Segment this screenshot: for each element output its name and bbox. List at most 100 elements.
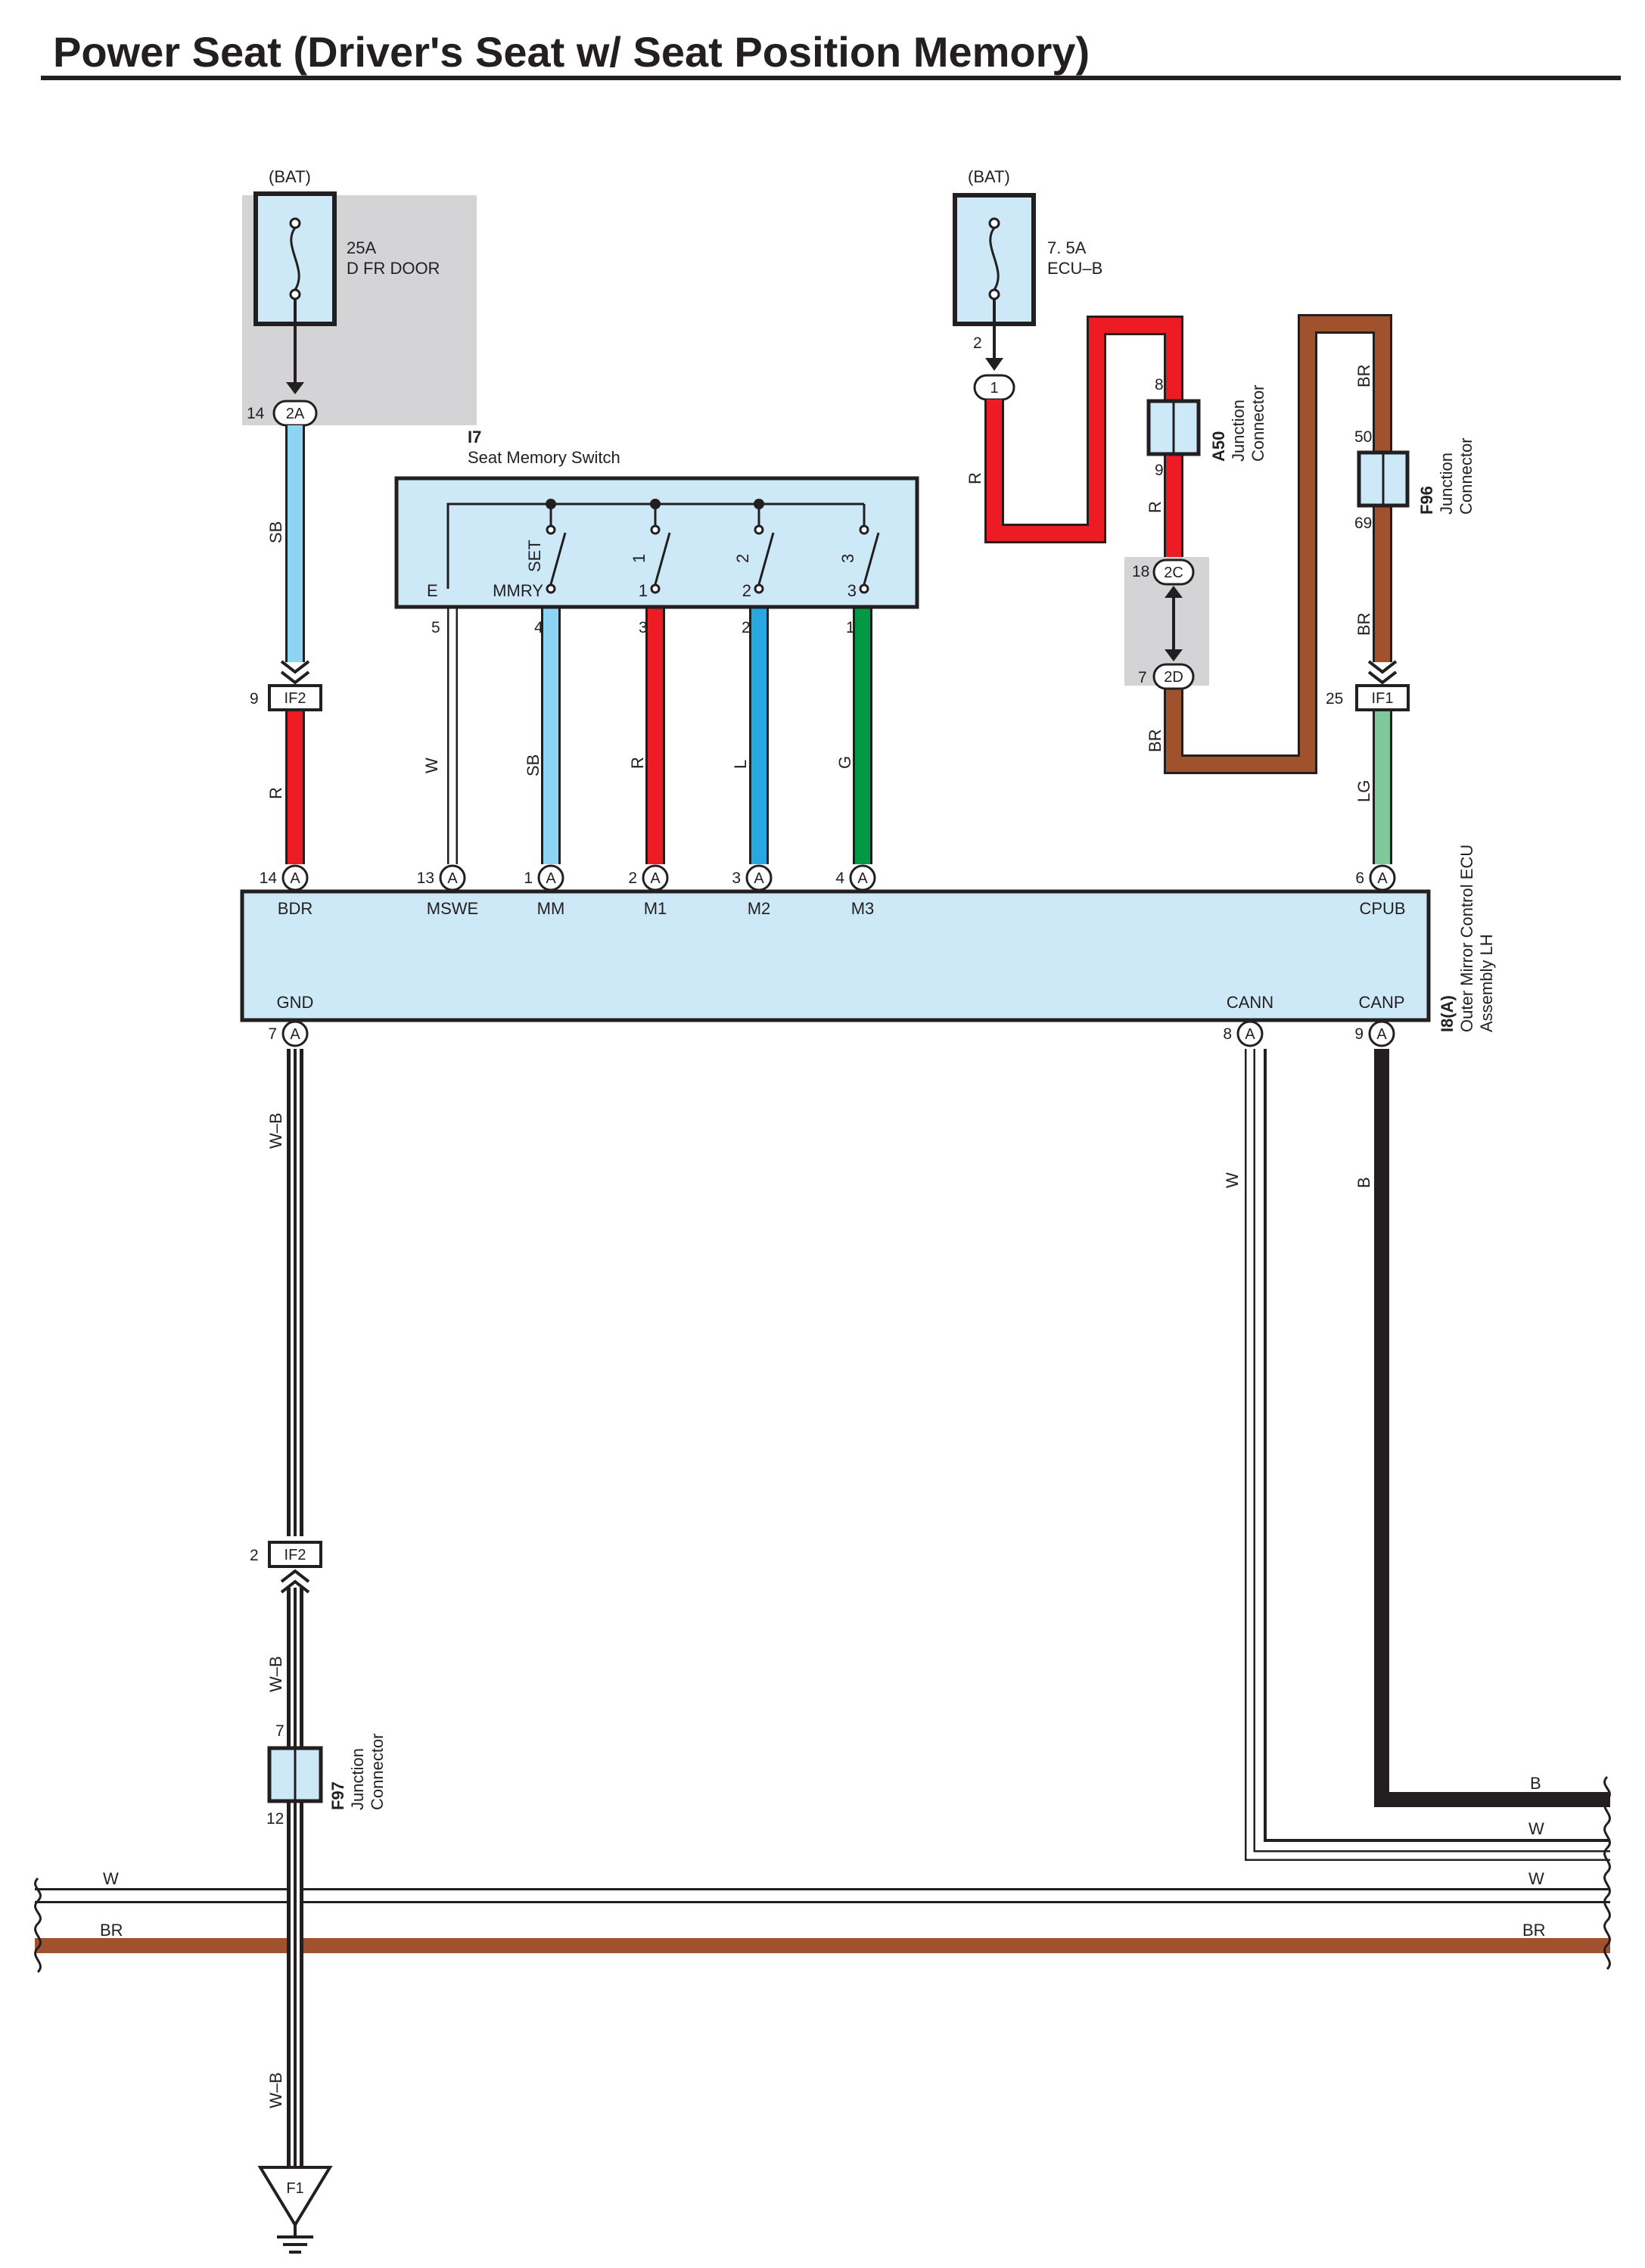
connector-if2-top[interactable]: 9 IF2 — [250, 660, 322, 711]
wire-label: B — [1354, 1177, 1373, 1188]
switch-contact-set-label: SET — [525, 540, 544, 572]
connector-if1-label: IF1 — [1372, 690, 1394, 707]
wire-label: W — [1528, 1819, 1544, 1838]
fuse-element-icon — [989, 227, 1000, 291]
fuse-element-icon — [290, 227, 300, 291]
ecu-pin-m3[interactable]: A 4 M3 — [835, 864, 876, 918]
wire-label: W — [422, 758, 441, 773]
switch-pin: 2 — [742, 619, 751, 636]
ecu-pin-gnd-name: GND — [277, 993, 314, 1012]
wire-label: G — [835, 756, 854, 769]
junction-f96[interactable]: 50 69 F96 Junction Connector — [1354, 428, 1476, 532]
fuse-d-fr-door[interactable]: (BAT) 25A D FR DOOR — [242, 167, 477, 425]
fuse-ecu-b-pin: 2 — [973, 334, 982, 352]
junction-f96-code: F96 — [1417, 486, 1436, 515]
wire-label: BR — [1354, 364, 1373, 387]
switch-pin: 5 — [431, 619, 440, 636]
junction-f97[interactable]: 7 12 F97 Junction Connector — [266, 1722, 387, 1828]
connector-if2-bottom-pin: 2 — [250, 1547, 259, 1564]
bus-break-right-icon — [1603, 1775, 1611, 1971]
outer-mirror-control-ecu[interactable]: I8(A) Outer Mirror Control ECU Assembly … — [240, 845, 1496, 1032]
wire-label: SB — [524, 754, 543, 776]
junction-f96-pin-bottom: 69 — [1354, 515, 1372, 532]
ecu-pin-mswe-name: MSWE — [427, 899, 478, 918]
ecu-pin-m2-name: M2 — [748, 899, 771, 918]
wire-r-fuse[interactable] — [987, 318, 1181, 541]
fuse-ecu-b-source: (BAT) — [968, 167, 1010, 186]
connector-2c-2d[interactable]: 18 2C 7 2D — [1124, 557, 1209, 690]
wire-label: BR — [1354, 612, 1373, 636]
ecu-pin-canp-conn: A — [1376, 1026, 1387, 1043]
wires — [35, 314, 1610, 2166]
wire-label: R — [266, 787, 285, 799]
switch-contact-2-label: 2 — [733, 554, 752, 563]
ground-triangle-icon — [257, 2166, 333, 2228]
wire-label: B — [1530, 1774, 1541, 1793]
switch-blade-icon — [863, 532, 880, 585]
ecu-pin-m1-num: 2 — [628, 870, 637, 887]
ground-f1[interactable]: F1 — [257, 2166, 333, 2254]
switch-contact-2[interactable]: 2 2 — [733, 499, 775, 600]
ecu-pin-cpub-num: 6 — [1355, 870, 1364, 887]
wire-label: R — [628, 757, 647, 769]
page-title: Power Seat (Driver's Seat w/ Seat Positi… — [53, 28, 1090, 76]
junction-a50-line1: Junction — [1229, 400, 1248, 462]
ecu-pin-m2[interactable]: A 3 M2 — [732, 864, 773, 918]
wire-b-canp[interactable] — [1374, 1049, 1610, 1807]
switch-blade-icon — [549, 532, 567, 585]
connector-2d-pin: 7 — [1138, 669, 1147, 686]
ecu-pin-mm-name: MM — [537, 899, 565, 918]
bus-break-left-icon — [34, 1877, 42, 1974]
ecu-name-line1: Outer Mirror Control ECU — [1457, 845, 1476, 1032]
wire-br-2d[interactable] — [1166, 316, 1390, 772]
ecu-pin-canp-num: 9 — [1354, 1025, 1364, 1043]
ecu-pin-m1-conn: A — [650, 870, 661, 887]
ecu-pin-cann-name: CANN — [1227, 993, 1273, 1012]
junction-f96-line2: Connector — [1457, 437, 1476, 515]
switch-terminal-e: E — [427, 581, 438, 600]
ecu-pin-gnd[interactable]: GND A 7 — [268, 993, 314, 1047]
junction-a50-pin-bottom: 9 — [1155, 462, 1164, 479]
arrow-down-icon — [1165, 649, 1183, 661]
ecu-pin-bdr[interactable]: A 14 BDR — [260, 864, 313, 918]
switch-pin: 4 — [534, 619, 543, 636]
connector-1-label: 1 — [990, 380, 998, 397]
ecu-pin-cann-conn: A — [1245, 1026, 1255, 1043]
connector-2a[interactable]: 14 2A — [247, 400, 318, 427]
wire-label: W — [1223, 1172, 1242, 1188]
wire-label: SB — [266, 521, 285, 543]
wire-label: BR — [1522, 1921, 1546, 1940]
ecu-pin-m3-num: 4 — [835, 870, 844, 887]
fuse-ecu-b-name: ECU–B — [1047, 259, 1102, 278]
seat-memory-switch[interactable]: I7 Seat Memory Switch E — [394, 428, 919, 609]
ecu-pin-canp[interactable]: CANP A 9 — [1354, 993, 1405, 1047]
fuse-ecu-b[interactable]: (BAT) 7. 5A ECU–B — [953, 167, 1102, 326]
ecu-pin-cpub[interactable]: A 6 CPUB — [1355, 864, 1406, 918]
connector-1[interactable]: 1 — [973, 374, 1015, 401]
switch-contact-set[interactable]: SET MMRY — [493, 499, 567, 600]
ecu-pin-mm[interactable]: A 1 MM — [524, 864, 565, 918]
wire-w-cann[interactable] — [1264, 1049, 1610, 1842]
junction-a50-pin-top: 8 — [1155, 376, 1164, 394]
connector-2d-label: 2D — [1164, 669, 1183, 686]
switch-pin: 3 — [639, 619, 648, 636]
arrow-up-icon — [1165, 586, 1183, 598]
ecu-pin-cann-num: 8 — [1223, 1025, 1232, 1043]
ecu-pin-cann[interactable]: CANN A 8 — [1223, 993, 1273, 1047]
switch-contact-3[interactable]: 3 3 — [838, 504, 880, 600]
connector-2c-label: 2C — [1164, 565, 1183, 581]
connector-if2-bottom[interactable]: 2 IF2 — [250, 1541, 322, 1594]
connector-2c-pin: 18 — [1132, 563, 1149, 580]
wire-labels: SB R W SB R L G R R BR BR BR LG W–B W B … — [100, 364, 1546, 2108]
ground-f1-label: F1 — [286, 2180, 303, 2197]
switch-contact-1[interactable]: 1 1 — [630, 499, 671, 600]
connector-if1[interactable]: 25 IF1 — [1326, 660, 1410, 711]
ecu-pin-m1[interactable]: A 2 M1 — [628, 864, 669, 918]
junction-f97-pin-top: 7 — [275, 1722, 285, 1740]
ecu-pin-mswe[interactable]: A 13 MSWE — [417, 864, 479, 918]
ecu-pin-bdr-num: 14 — [260, 870, 278, 887]
junction-a50-code: A50 — [1209, 431, 1228, 462]
title-rule — [41, 76, 1621, 80]
wire-label: L — [731, 760, 750, 769]
junction-a50[interactable]: 8 9 A50 Junction Connector — [1146, 376, 1267, 479]
